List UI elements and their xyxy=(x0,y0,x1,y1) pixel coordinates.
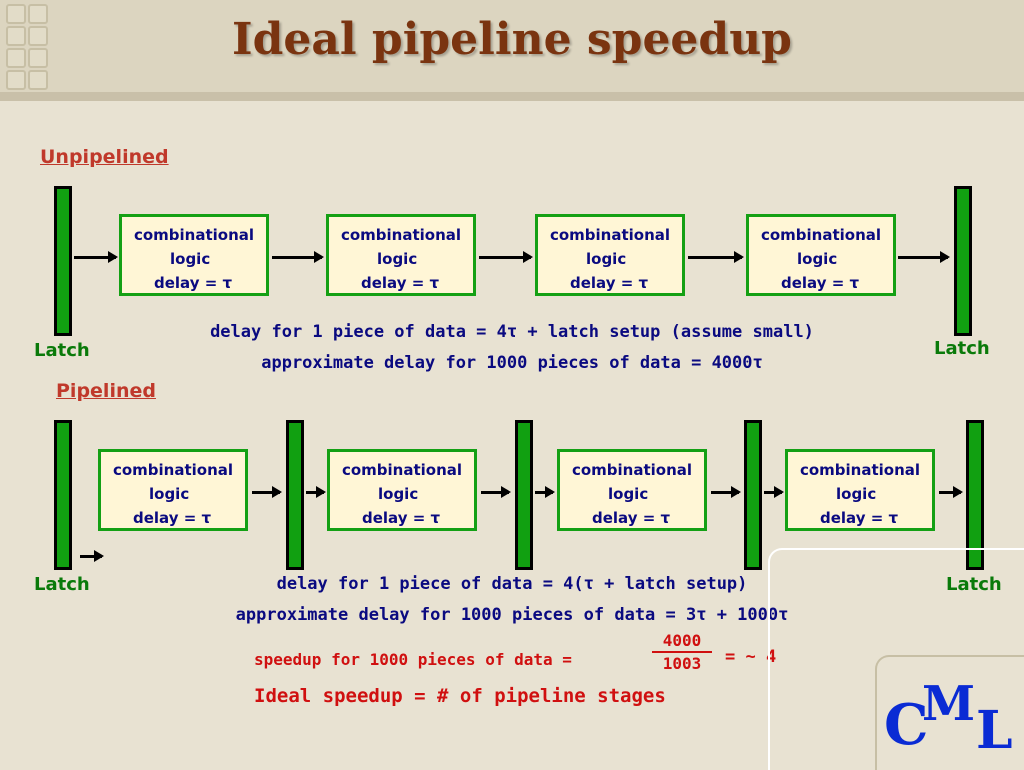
logic-box-line3: delay = τ xyxy=(592,509,671,527)
latch-label: Latch xyxy=(946,574,1002,595)
decorative-square xyxy=(28,70,48,90)
logo-letter-m: M xyxy=(922,676,976,732)
arrow xyxy=(939,486,963,498)
logic-box-line3: delay = τ xyxy=(570,274,649,292)
logic-box-line2: logic xyxy=(149,485,190,503)
cml-logo: C M L xyxy=(880,672,1024,768)
arrow xyxy=(481,486,511,498)
logo-letter-c: C xyxy=(884,692,929,758)
logic-box-line3: delay = τ xyxy=(133,509,212,527)
title-bar-divider xyxy=(0,92,1024,101)
latch-pipelined xyxy=(286,420,304,570)
arrow xyxy=(535,486,555,498)
latch-pipelined xyxy=(54,420,72,570)
logic-box: combinational logic delay = τ xyxy=(326,214,476,296)
logic-box-line2: logic xyxy=(378,485,419,503)
ideal-speedup-text: Ideal speedup = # of pipeline stages xyxy=(254,685,666,707)
latch-pipelined xyxy=(515,420,533,570)
arrow xyxy=(306,486,326,498)
latch-label: Latch xyxy=(934,338,990,359)
latch-label: Latch xyxy=(34,574,90,595)
pipelined-note-2: approximate delay for 1000 pieces of dat… xyxy=(235,605,789,625)
logic-box: combinational logic delay = τ xyxy=(98,449,248,531)
logic-box: combinational logic delay = τ xyxy=(785,449,935,531)
logo-letter-l: L xyxy=(976,700,1013,761)
arrow xyxy=(74,251,118,263)
logic-box-line3: delay = τ xyxy=(154,274,233,292)
arrow xyxy=(252,486,282,498)
title-bar xyxy=(0,0,1024,92)
logo-frame-inner xyxy=(875,655,1024,770)
arrow xyxy=(898,251,950,263)
decorative-square xyxy=(28,26,48,46)
unpipelined-label: Unpipelined xyxy=(40,146,169,168)
logic-box-line1: combinational xyxy=(760,226,882,244)
pipelined-note-1: delay for 1 piece of data = 4(τ + latch … xyxy=(276,574,748,594)
latch-label: Latch xyxy=(34,340,90,361)
logic-box-line3: delay = τ xyxy=(361,274,440,292)
logic-box-line2: logic xyxy=(586,250,627,268)
arrow xyxy=(711,486,741,498)
decorative-square xyxy=(28,4,48,24)
logic-box-line1: combinational xyxy=(341,461,463,479)
logic-box: combinational logic delay = τ xyxy=(557,449,707,531)
latch-unpipelined-right xyxy=(954,186,972,336)
logic-box-line1: combinational xyxy=(799,461,921,479)
fraction-denominator: 1003 xyxy=(662,654,702,673)
decorative-square xyxy=(6,70,26,90)
logic-box: combinational logic delay = τ xyxy=(119,214,269,296)
logic-box-line2: logic xyxy=(377,250,418,268)
latch-unpipelined-left xyxy=(54,186,72,336)
decorative-square xyxy=(6,48,26,68)
logic-box-line3: delay = τ xyxy=(781,274,860,292)
latch-pipelined xyxy=(966,420,984,570)
arrow xyxy=(688,251,744,263)
logic-box-line1: combinational xyxy=(133,226,255,244)
speedup-approx: = ~ 4 xyxy=(725,647,777,667)
unpipelined-note-2: approximate delay for 1000 pieces of dat… xyxy=(261,353,763,373)
fraction-numerator: 4000 xyxy=(652,631,712,653)
logic-box-line2: logic xyxy=(797,250,838,268)
pipelined-label: Pipelined xyxy=(56,380,156,402)
decorative-square xyxy=(28,48,48,68)
arrow xyxy=(272,251,324,263)
decorative-square xyxy=(6,26,26,46)
logic-box-line1: combinational xyxy=(571,461,693,479)
logic-box-line2: logic xyxy=(170,250,211,268)
speedup-text: speedup for 1000 pieces of data = xyxy=(254,650,572,669)
logic-box-line1: combinational xyxy=(340,226,462,244)
logic-box: combinational logic delay = τ xyxy=(327,449,477,531)
logic-box-line1: combinational xyxy=(549,226,671,244)
unpipelined-note-1: delay for 1 piece of data = 4τ + latch s… xyxy=(210,322,814,342)
logic-box-line1: combinational xyxy=(112,461,234,479)
arrow xyxy=(479,251,533,263)
speedup-fraction: 4000 1003 xyxy=(652,631,712,673)
logic-box-line3: delay = τ xyxy=(820,509,899,527)
logic-box-line2: logic xyxy=(608,485,649,503)
logo-frame xyxy=(768,548,1024,770)
logic-box-line2: logic xyxy=(836,485,877,503)
decorative-square xyxy=(6,4,26,24)
page-title: Ideal pipeline speedup xyxy=(232,14,792,65)
latch-pipelined xyxy=(744,420,762,570)
logic-box: combinational logic delay = τ xyxy=(746,214,896,296)
logic-box-line3: delay = τ xyxy=(362,509,441,527)
logic-box: combinational logic delay = τ xyxy=(535,214,685,296)
arrow xyxy=(80,550,104,562)
arrow xyxy=(764,486,784,498)
